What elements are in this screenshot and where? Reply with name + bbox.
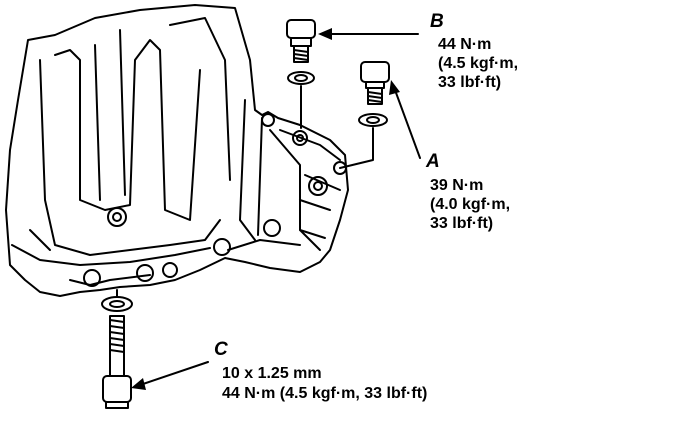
callout-c-torque: 44 N·m (4.5 kgf·m, 33 lbf·ft) xyxy=(222,385,428,402)
callout-b-torque-kgfm: (4.5 kgf·m, xyxy=(438,55,519,72)
callout-a-torque-kgfm: (4.0 kgf·m, xyxy=(430,196,511,213)
callout-letter-a: A xyxy=(426,151,440,172)
callout-c-bolt-size: 10 x 1.25 mm xyxy=(222,365,322,382)
callout-letter-b: B xyxy=(430,11,444,32)
callout-b-torque-nm: 44 N·m xyxy=(438,36,492,53)
arrowheads xyxy=(131,28,400,390)
bolt-b xyxy=(286,19,316,129)
case-bosses xyxy=(83,113,347,287)
callout-letter-c: C xyxy=(214,339,228,360)
bolt-a xyxy=(339,61,390,169)
leader-lines xyxy=(139,33,421,386)
callout-a-torque-nm: 39 N·m xyxy=(430,177,484,194)
callout-a-torque-lbfft: 33 lbf·ft) xyxy=(430,215,494,232)
transmission-case xyxy=(5,4,349,297)
callout-b-torque-lbfft: 33 lbf·ft) xyxy=(438,74,502,91)
bolt-c xyxy=(101,289,133,409)
